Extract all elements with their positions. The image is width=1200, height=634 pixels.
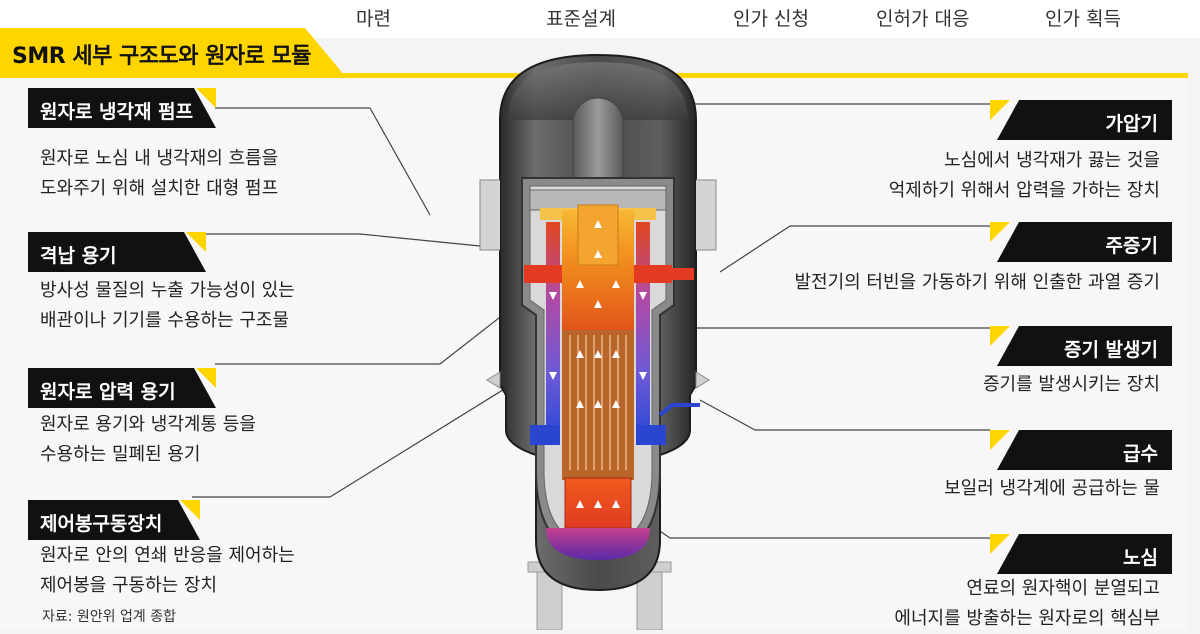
label-reactor-coolant-pump: 원자로 냉각재 펌프	[28, 88, 216, 128]
step-4: 인허가 대응	[876, 8, 970, 30]
desc-control-rod-drive: 원자로 안의 연쇄 반응을 제어하는 제어봉을 구동하는 장치	[40, 545, 295, 596]
section-title-tab: SMR 세부 구조도와 원자로 모듈	[0, 28, 345, 76]
desc-steam-generator: 증기를 발생시키는 장치	[982, 374, 1160, 395]
step-1: 마련	[356, 8, 391, 30]
label-feedwater: 급수	[997, 430, 1172, 470]
step-2: 표준설계	[546, 8, 616, 30]
label-steam-generator: 증기 발생기	[997, 326, 1172, 366]
desc-core: 연료의 원자핵이 분열되고 에너지를 방출하는 원자로의 핵심부	[894, 578, 1160, 629]
step-3: 인가 신청	[733, 8, 809, 30]
step-5: 인가 획득	[1045, 8, 1121, 30]
label-containment-vessel: 격납 용기	[28, 232, 206, 272]
label-control-rod-drive: 제어봉구동장치	[28, 500, 200, 540]
label-reactor-pressure-vessel: 원자로 압력 용기	[28, 368, 216, 408]
desc-reactor-pressure-vessel: 원자로 용기와 냉각계통 등을 수용하는 밀폐된 용기	[40, 414, 256, 465]
source-note: 자료: 원안위 업계 종합	[42, 609, 176, 625]
section-title: SMR 세부 구조도와 원자로 모듈	[12, 44, 311, 69]
label-main-steam: 주증기	[997, 222, 1172, 262]
desc-containment-vessel: 방사성 물질의 누출 가능성이 있는 배관이나 기기를 수용하는 구조물	[40, 280, 295, 331]
desc-feedwater: 보일러 냉각계에 공급하는 물	[944, 478, 1160, 499]
label-core: 노심	[997, 534, 1172, 574]
desc-pressurizer: 노심에서 냉각재가 끓는 것을 억제하기 위해서 압력을 가하는 장치	[888, 150, 1160, 201]
label-pressurizer: 가압기	[997, 100, 1172, 140]
desc-reactor-coolant-pump: 원자로 노심 내 냉각재의 흐름을 도와주기 위해 설치한 대형 펌프	[40, 148, 279, 199]
desc-main-steam: 발전기의 터빈을 가동하기 위해 인출한 과열 증기	[794, 272, 1160, 293]
flow-arrows	[549, 220, 647, 508]
